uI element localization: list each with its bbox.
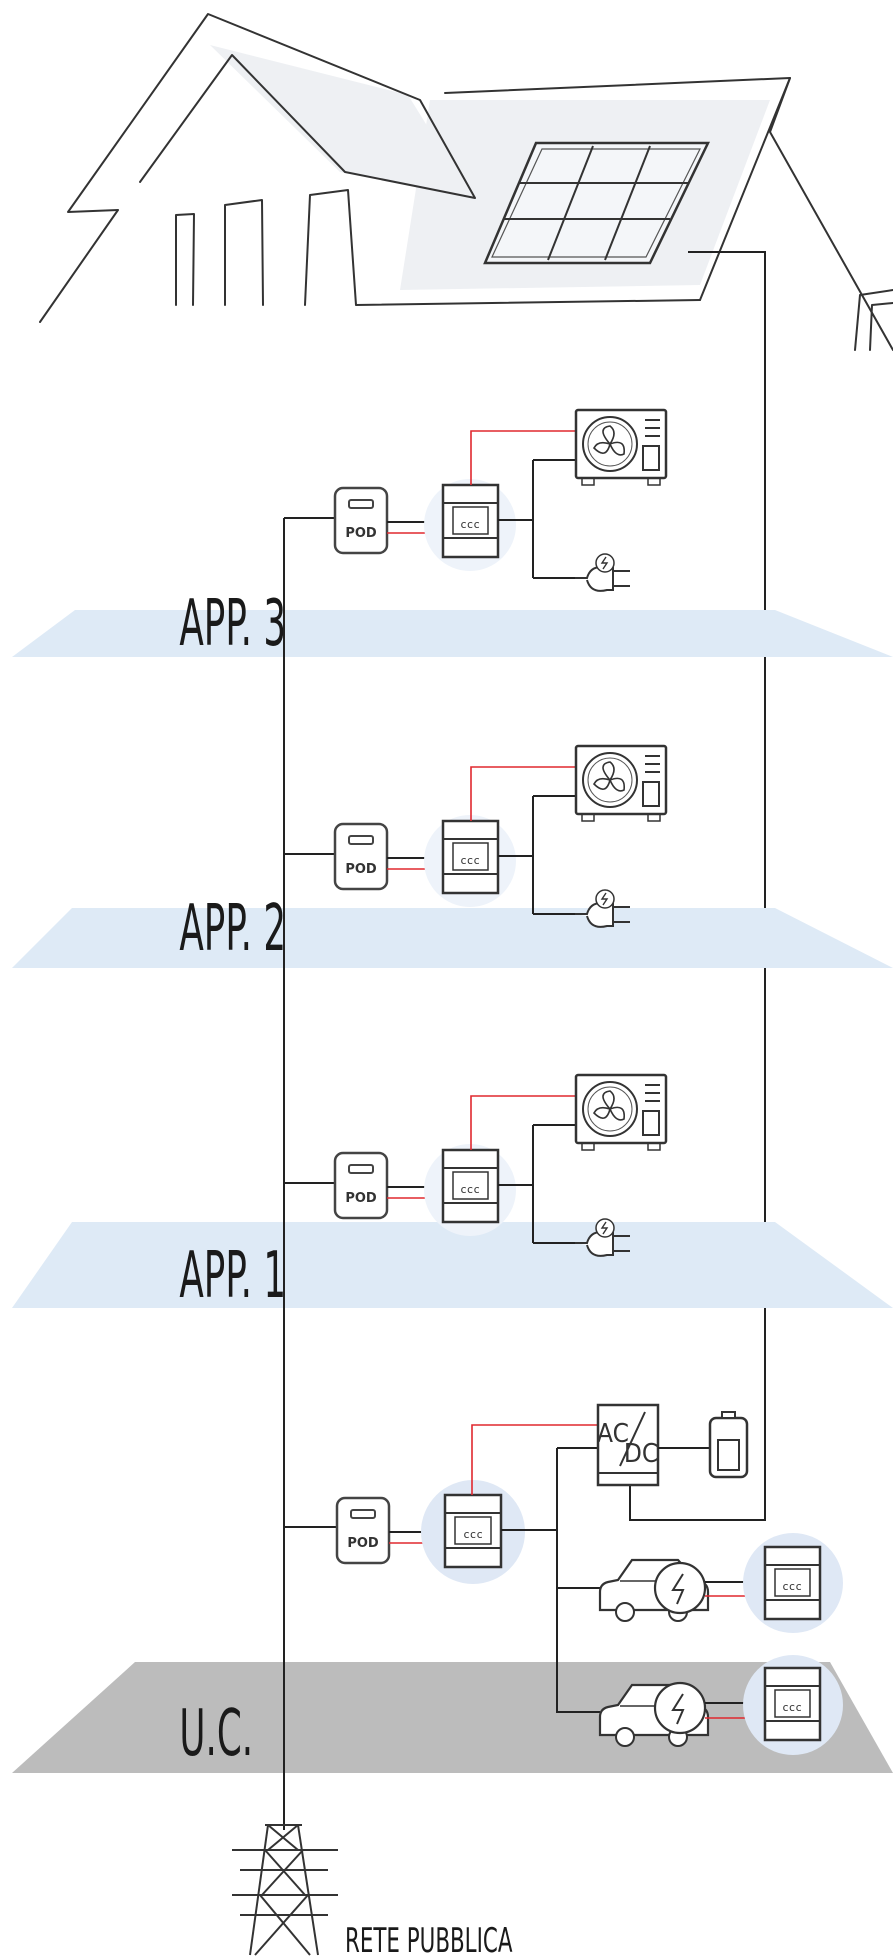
svg-text:ccc: ccc	[460, 518, 480, 531]
svg-text:ccc: ccc	[463, 1528, 483, 1541]
battery-icon	[708, 1411, 749, 1479]
inverter-dc-label: DC	[624, 1439, 658, 1469]
floor-label-app1: APP. 1	[179, 1238, 286, 1313]
floor-band-app1	[12, 1222, 893, 1308]
plug-icon	[575, 889, 630, 928]
control-panel: ccc	[441, 483, 500, 559]
heat-pump-icon	[574, 744, 668, 822]
svg-text:ccc: ccc	[782, 1580, 802, 1593]
charging-bolt-icon	[653, 1681, 707, 1735]
inverter-ac-label: AC	[597, 1419, 629, 1449]
svg-text:ccc: ccc	[460, 854, 480, 867]
pod-label: POD	[347, 1536, 379, 1551]
floor-band-app2	[12, 908, 893, 968]
pod-label: POD	[345, 526, 377, 541]
charger-control-panel: ccc	[763, 1666, 822, 1742]
common-areas-circuit: POD ccc AC DC	[284, 1403, 843, 1755]
pod-meter: POD	[333, 1151, 389, 1220]
floor-band-app3	[12, 610, 893, 657]
plug-icon	[575, 553, 630, 592]
solar-cable	[629, 251, 766, 1521]
pod-label: POD	[345, 1191, 377, 1206]
apartment-2-circuit: POD ccc	[284, 744, 668, 928]
floor-label-app2: APP. 2	[179, 891, 286, 966]
svg-text:ccc: ccc	[460, 1183, 480, 1196]
heat-pump-icon	[574, 408, 668, 486]
inverter: AC DC	[596, 1403, 660, 1487]
pod-meter: POD	[333, 486, 389, 555]
grid-label: RETE PUBBLICA	[345, 1921, 512, 1959]
charging-bolt-icon	[653, 1561, 707, 1615]
apartment-1-circuit: POD ccc	[284, 1073, 668, 1257]
apartment-3-circuit: POD ccc	[284, 408, 668, 592]
charger-control-panel: ccc	[763, 1545, 822, 1621]
control-panel: ccc	[441, 819, 500, 895]
plug-icon	[575, 1218, 630, 1257]
pod-meter: POD	[333, 822, 389, 891]
floor-label-app3: APP. 3	[179, 586, 286, 661]
control-panel: ccc	[443, 1493, 503, 1569]
svg-text:ccc: ccc	[782, 1701, 802, 1714]
heat-pump-icon	[574, 1073, 668, 1151]
pod-meter: POD	[335, 1496, 391, 1565]
power-pylon-icon	[232, 1824, 338, 1956]
solar-panel	[483, 141, 710, 265]
pod-label: POD	[345, 862, 377, 877]
floor-label-uc: U.C.	[179, 1696, 253, 1771]
control-panel: ccc	[441, 1148, 500, 1224]
